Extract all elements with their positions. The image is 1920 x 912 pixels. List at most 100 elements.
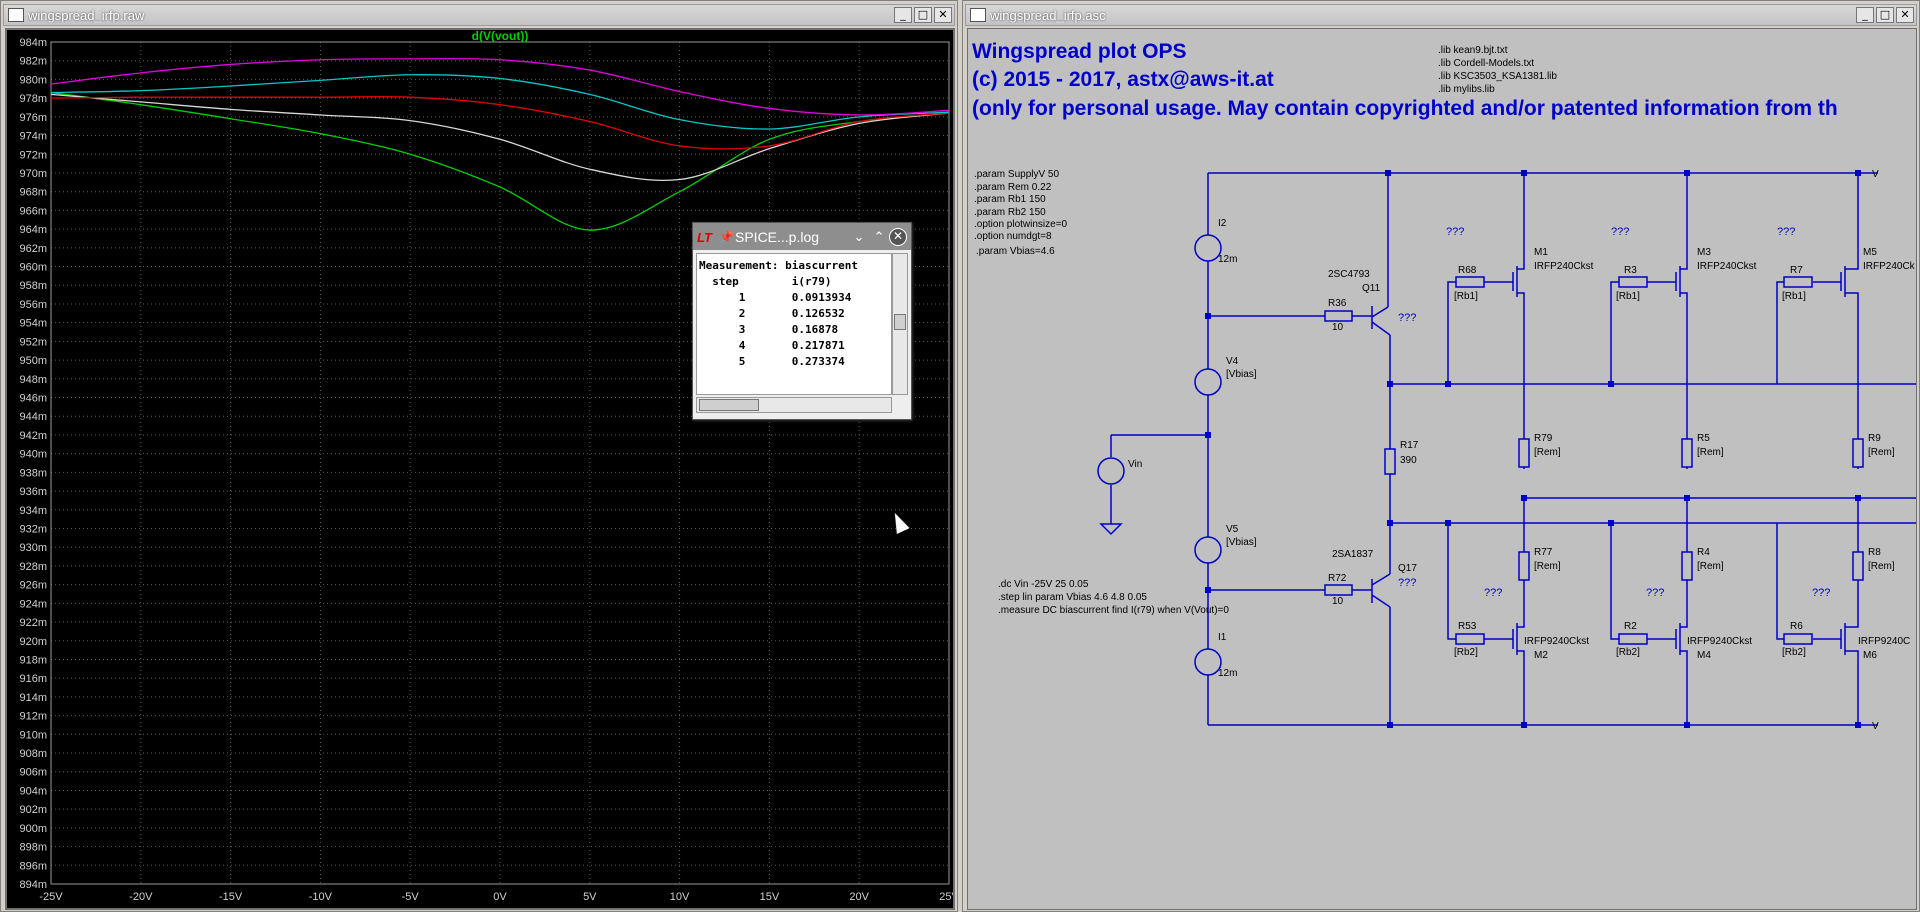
resistor-r68[interactable]	[1455, 276, 1485, 288]
label-m3-model: IRFP240Ckst	[1697, 261, 1757, 272]
label-i2: I2	[1218, 218, 1227, 229]
resistor-r8[interactable]	[1852, 551, 1864, 581]
series-line-1	[50, 91, 950, 231]
label-r72-value: 10	[1332, 596, 1344, 607]
component-labels: I2 12m V4 [Vbias] Vin V5 [Vbias] I1 12m …	[1128, 169, 1916, 732]
x-tick-label: -15V	[219, 891, 243, 903]
spice-log-text[interactable]: Measurement: biascurrent step i(r79) 1 0…	[696, 253, 892, 395]
pin-icon[interactable]: 📌	[719, 229, 734, 244]
waveform-chart[interactable]: 984m982m980m978m976m974m972m970m968m966m…	[7, 30, 953, 908]
current-source-i1[interactable]	[1194, 648, 1222, 676]
y-tick-label: 924m	[19, 598, 47, 610]
maximize-icon[interactable]: □	[1876, 7, 1894, 23]
label-r36-value: 10	[1332, 322, 1344, 333]
chevron-up-icon[interactable]: ⌃	[873, 228, 885, 244]
y-tick-label: 960m	[19, 262, 47, 274]
log-step-value: 3	[738, 323, 746, 336]
log-row: 2 0.126532	[699, 306, 889, 322]
voltage-source-v5[interactable]	[1194, 536, 1222, 564]
x-tick-label: -20V	[129, 891, 153, 903]
param-line: .option plotwinsize=0	[974, 219, 1068, 230]
label-unknown: ???	[1812, 587, 1830, 599]
label-r53: R53	[1458, 621, 1477, 632]
resistor-r4[interactable]	[1681, 551, 1693, 581]
spice-log-titlebar[interactable]: LT 📌 SPICE...p.log ⌄ ⌃ ✕	[693, 223, 911, 250]
waveform-titlebar[interactable]: wingspread_irfp.raw _ □ ✕	[3, 4, 955, 26]
chevron-down-icon[interactable]: ⌄	[853, 228, 865, 244]
label-r68: R68	[1458, 265, 1477, 276]
y-tick-label: 944m	[19, 411, 47, 423]
param-line: .param SupplyV 50	[974, 169, 1059, 180]
label-unknown: ???	[1398, 312, 1416, 324]
step-directive: .step lin param Vbias 4.6 4.8 0.05	[998, 592, 1147, 603]
series-line-2	[50, 93, 950, 182]
log-rows: 1 0.0913934 2 0.126532 3 0.16878 4 0.217…	[699, 290, 889, 370]
resistor-r79[interactable]	[1518, 438, 1530, 468]
resistor-r36[interactable]	[1324, 310, 1353, 322]
close-icon[interactable]: ✕	[934, 7, 952, 23]
x-tick-label: -5V	[402, 891, 420, 903]
heading-line-3: (only for personal usage. May contain co…	[972, 97, 1838, 120]
log-vertical-scrollbar[interactable]	[892, 253, 908, 395]
schematic-canvas[interactable]: Wingspread plot OPS (c) 2015 - 2017, ast…	[967, 28, 1917, 910]
label-r77-value: [Rem]	[1534, 561, 1561, 572]
log-meas-value: 0.126532	[791, 307, 845, 320]
log-meas-value: 0.273374	[791, 355, 845, 368]
log-step-value: 4	[738, 339, 746, 352]
trace-label[interactable]: d(V(vout))	[472, 30, 529, 43]
y-tick-label: 898m	[19, 842, 47, 854]
lib-line: .lib Cordell-Models.txt	[1438, 58, 1534, 69]
resistor-r6[interactable]	[1783, 633, 1813, 645]
log-meas-value: 0.217871	[791, 339, 845, 352]
spice-log-window[interactable]: LT 📌 SPICE...p.log ⌄ ⌃ ✕ Measurement: bi…	[692, 222, 912, 420]
log-step-value: 1	[738, 291, 746, 304]
label-unknown: ???	[1646, 587, 1664, 599]
junction-dots	[1205, 170, 1861, 728]
y-tick-label: 902m	[19, 804, 47, 816]
label-unknown: ???	[1398, 577, 1416, 589]
close-icon[interactable]: ✕	[889, 227, 907, 246]
label-r8-value: [Rem]	[1868, 561, 1895, 572]
schematic-drawing[interactable]: Wingspread plot OPS (c) 2015 - 2017, ast…	[968, 29, 1917, 910]
schematic-titlebar[interactable]: wingspread_irfp.asc _ □ ✕	[965, 4, 1917, 26]
log-row: 1 0.0913934	[699, 290, 889, 306]
y-tick-label: 952m	[19, 336, 47, 348]
resistor-r17[interactable]	[1384, 448, 1396, 475]
param-line: .param Rem 0.22	[974, 182, 1052, 193]
resistor-r72[interactable]	[1324, 584, 1353, 596]
label-m5: M5	[1863, 247, 1877, 258]
x-tick-label: -10V	[309, 891, 333, 903]
schematic-window: wingspread_irfp.asc _ □ ✕	[962, 0, 1920, 912]
log-col-meas: i(r79)	[791, 275, 832, 288]
y-tick-label: 920m	[19, 636, 47, 648]
maximize-icon[interactable]: □	[914, 7, 932, 23]
current-source-i2[interactable]	[1194, 234, 1222, 262]
resistor-r53[interactable]	[1455, 633, 1485, 645]
voltage-source-vin[interactable]	[1097, 457, 1125, 485]
param-line: .param Rb2 150	[974, 207, 1046, 218]
label-vplus: V	[1872, 169, 1879, 180]
log-horizontal-scrollbar[interactable]	[696, 397, 892, 413]
voltage-source-v4[interactable]	[1194, 368, 1222, 396]
y-tick-label: 922m	[19, 617, 47, 629]
y-tick-label: 916m	[19, 673, 47, 685]
y-tick-label: 976m	[19, 112, 47, 124]
wires	[1099, 172, 1916, 726]
resistor-r2[interactable]	[1618, 633, 1648, 645]
resistor-r77[interactable]	[1518, 551, 1530, 581]
resistor-r7[interactable]	[1783, 276, 1813, 288]
resistor-r5[interactable]	[1681, 438, 1693, 468]
label-r53-value: [Rb2]	[1454, 647, 1478, 658]
log-header-row: step i(r79)	[699, 274, 889, 290]
close-icon[interactable]: ✕	[1896, 7, 1914, 23]
heading-line-2: (c) 2015 - 2017, astx@aws-it.at	[972, 68, 1274, 91]
label-r5-value: [Rem]	[1697, 447, 1724, 458]
resistor-r3[interactable]	[1618, 276, 1648, 288]
log-step-value: 5	[738, 355, 746, 368]
minimize-icon[interactable]: _	[1856, 7, 1874, 23]
resistor-r9[interactable]	[1852, 438, 1864, 468]
label-r2: R2	[1624, 621, 1637, 632]
minimize-icon[interactable]: _	[894, 7, 912, 23]
